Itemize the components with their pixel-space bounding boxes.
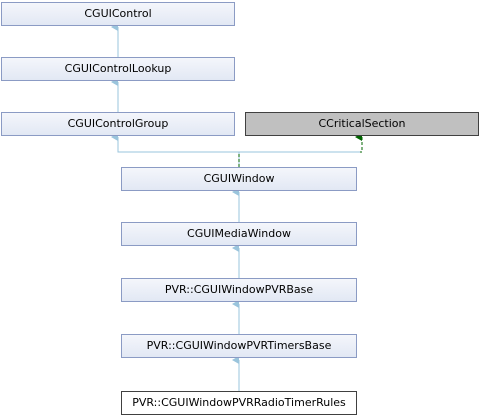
node-pvr-cguiwindowpvrtimersbase[interactable]: PVR::CGUIWindowPVRTimersBase [121, 334, 357, 358]
node-pvr-cguiwindowpvrradiotimerrules: PVR::CGUIWindowPVRRadioTimerRules [121, 391, 357, 415]
node-cguicontrol[interactable]: CGUIControl [1, 2, 235, 26]
node-cguicontrollookup[interactable]: CGUIControlLookup [1, 57, 235, 81]
node-cguiwindow[interactable]: CGUIWindow [121, 167, 357, 191]
node-cguimediawindow[interactable]: CGUIMediaWindow [121, 222, 357, 246]
edge-window-to-controlgroup [111, 133, 240, 167]
node-ccriticalsection: CCriticalSection [245, 112, 479, 136]
node-cguicontrolgroup[interactable]: CGUIControlGroup [1, 112, 235, 136]
node-pvr-cguiwindowpvrbase[interactable]: PVR::CGUIWindowPVRBase [121, 278, 357, 302]
